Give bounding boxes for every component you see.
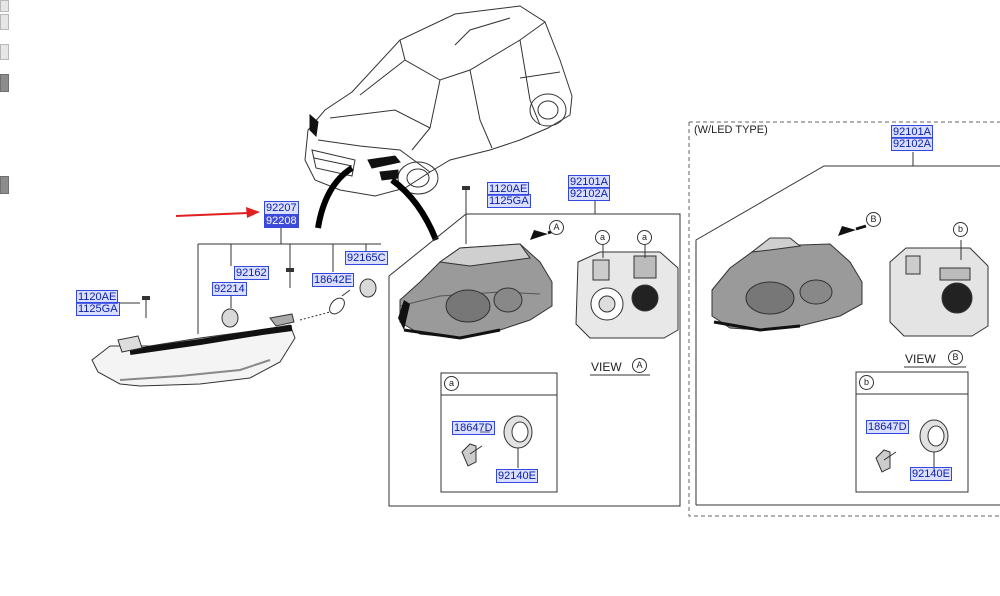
part-label-1125ga-top[interactable]: 1125GA [487, 194, 531, 208]
part-label-92207[interactable]: 92207 [264, 201, 299, 215]
detail-box-a [440, 372, 558, 493]
dust-cap-icon [919, 419, 949, 470]
screw-icon [142, 186, 470, 318]
detail-b-marker-circle: b [953, 222, 968, 237]
toolbar-button[interactable] [0, 74, 9, 92]
toolbar-button[interactable] [0, 176, 9, 194]
view-a-marker-circle: A [549, 220, 564, 235]
view-a-label-circle: A [632, 358, 647, 373]
part-label-18642e[interactable]: 18642E [312, 273, 354, 287]
drl-lamp-strip [91, 313, 296, 387]
part-label-1120ae-left[interactable]: 1120AE [76, 290, 119, 304]
toolbar-button[interactable] [0, 14, 9, 30]
detail-a-marker-circle: a [595, 230, 610, 245]
bulb-icon [875, 449, 897, 473]
bulb-icon [299, 289, 351, 321]
part-label-92102a-mid[interactable]: 92102A [568, 187, 610, 201]
part-label-92140e-a[interactable]: 92140E [496, 469, 538, 483]
part-label-92140e-b[interactable]: 92140E [910, 467, 952, 481]
view-b-marker-circle: B [866, 212, 881, 227]
detail-a-marker-circle: a [637, 230, 652, 245]
part-label-92165c[interactable]: 92165C [345, 251, 388, 265]
view-a-label: VIEW [591, 360, 622, 374]
detail-box-a-header-circle: a [444, 376, 459, 391]
leader-lines-left [120, 228, 381, 334]
part-label-92101a-mid[interactable]: 92101A [568, 175, 610, 189]
detail-box-b-header-circle: b [859, 375, 874, 390]
view-b-label: VIEW [905, 352, 936, 366]
leader-curve-right [390, 177, 439, 242]
part-label-92101a-right[interactable]: 92101A [891, 125, 933, 139]
middle-assembly-frame [388, 200, 681, 507]
view-b-label-circle: B [948, 350, 963, 365]
part-label-18647d-b[interactable]: 18647D [866, 420, 909, 434]
bulb-socket-icon [221, 278, 377, 328]
part-label-92102a-right[interactable]: 92102A [891, 137, 933, 151]
toolbar-button[interactable] [0, 44, 9, 60]
bulb-icon [461, 443, 483, 467]
leader-curve-left [315, 165, 354, 229]
part-label-1120ae-top[interactable]: 1120AE [487, 182, 530, 196]
part-label-1125ga-left[interactable]: 1125GA [76, 302, 120, 316]
detail-box-b [855, 371, 969, 493]
vehicle-illustration [304, 5, 573, 197]
headlamp-rear-view-a [575, 245, 679, 339]
red-arrow-icon [175, 207, 260, 218]
dust-cap-icon [503, 415, 533, 468]
headlamp-assembly-a [398, 228, 557, 340]
part-label-92162[interactable]: 92162 [234, 266, 269, 280]
part-label-92208[interactable]: 92208 [264, 214, 299, 228]
headlamp-rear-view-b [889, 240, 989, 337]
headlamp-assembly-b [711, 224, 867, 332]
toolbar-button[interactable] [0, 0, 9, 12]
led-type-frame [688, 121, 1000, 517]
part-label-18647d-a[interactable]: 18647D [452, 421, 495, 435]
right-assembly-frame [695, 152, 1000, 506]
variant-title: (W/LED TYPE) [694, 124, 768, 136]
part-label-92214[interactable]: 92214 [212, 282, 247, 296]
